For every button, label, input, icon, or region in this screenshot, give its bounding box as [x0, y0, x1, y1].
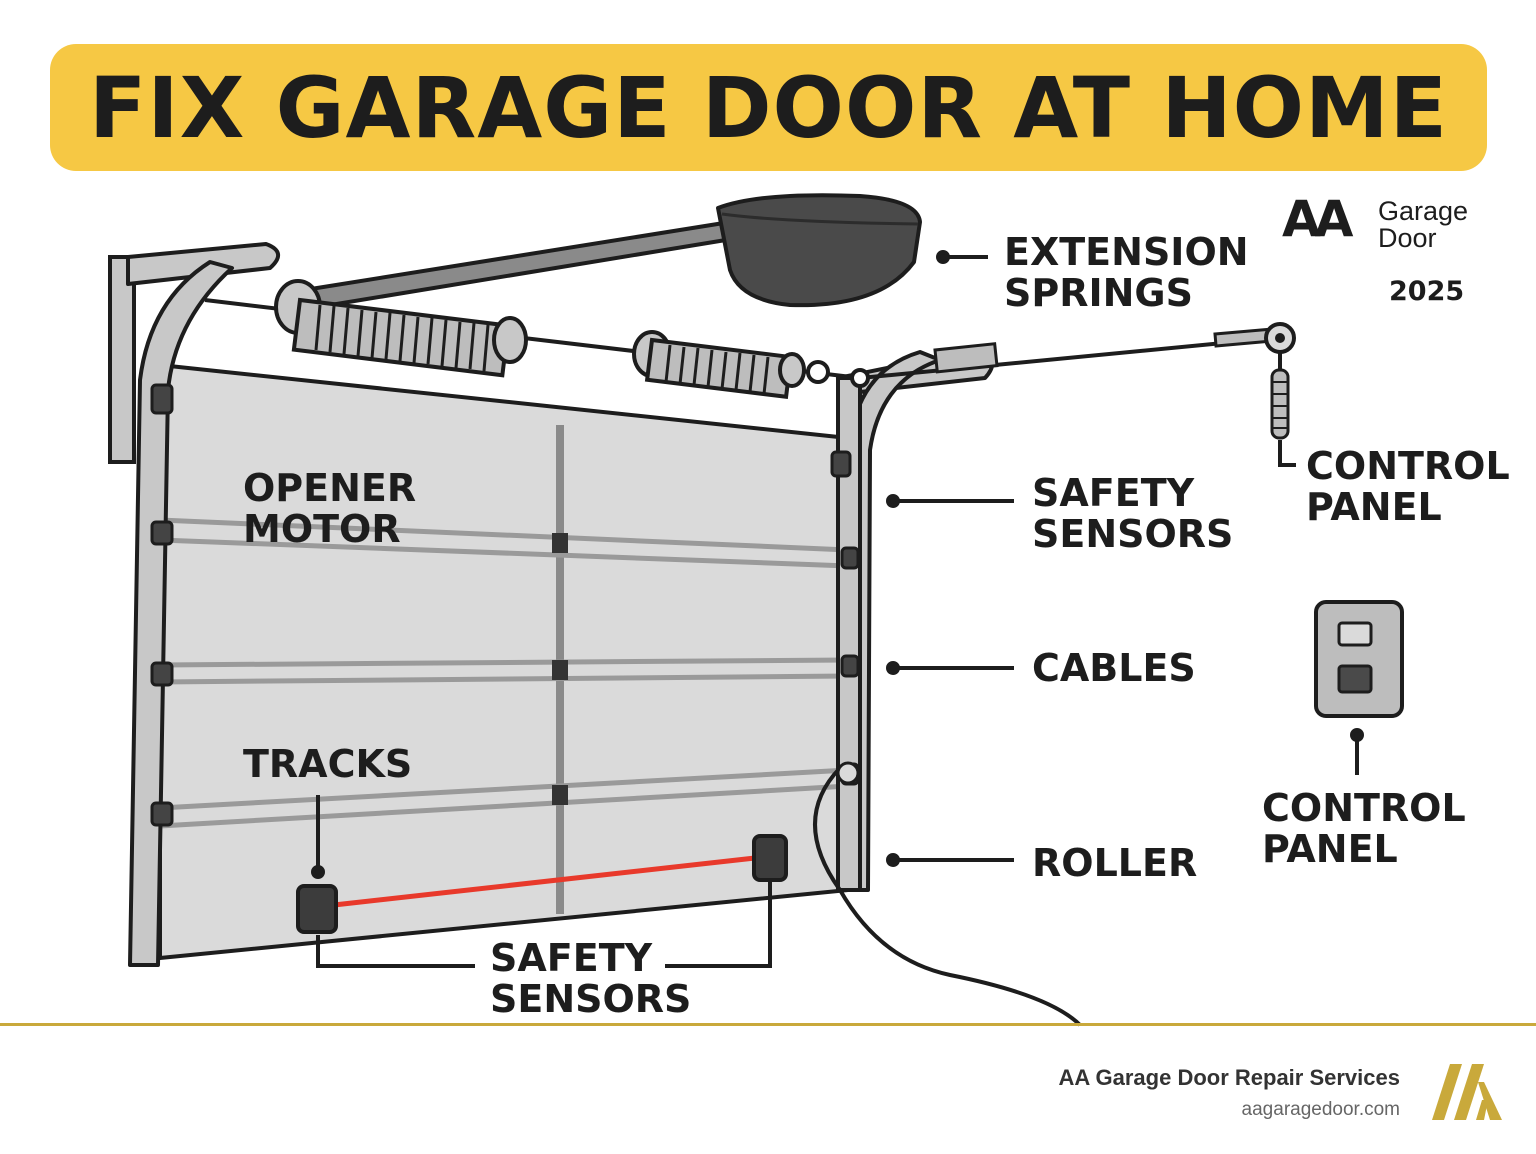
label-extension-springs: EXTENSION SPRINGS — [1004, 230, 1249, 315]
label-control-panel-bottom: CONTROL PANEL — [1262, 786, 1466, 871]
page-title: FIX GARAGE DOOR AT HOME — [88, 58, 1449, 157]
brand-logo: AA Garage Door 2025 — [1282, 194, 1502, 314]
label-cables: CABLES — [1032, 646, 1196, 690]
leader-lines — [311, 250, 1364, 968]
label-opener-motor: OPENER MOTOR — [243, 466, 417, 551]
footer-url[interactable]: aagaragedoor.com — [1241, 1099, 1400, 1120]
door-panel — [158, 363, 850, 960]
brand-name: Garage Door — [1378, 196, 1469, 253]
label-roller: ROLLER — [1032, 841, 1198, 885]
safety-sensor-pair — [296, 834, 788, 934]
opener-rail — [290, 220, 740, 312]
title-banner: FIX GARAGE DOOR AT HOME — [50, 44, 1487, 171]
footer-logo-icon — [1432, 1064, 1502, 1120]
left-track — [108, 242, 280, 967]
label-control-panel-top: CONTROL PANEL — [1306, 444, 1510, 529]
extension-springs — [204, 279, 1296, 440]
right-track — [830, 346, 995, 892]
power-cable — [813, 766, 1082, 1027]
footer-divider — [0, 1023, 1536, 1026]
label-safety-sensors-right: SAFETY SENSORS — [1032, 471, 1234, 556]
label-tracks: TRACKS — [243, 742, 413, 786]
label-safety-sensors-bottom: SAFETY SENSORS — [490, 936, 692, 1021]
footer-company: AA Garage Door Repair Services — [1058, 1065, 1400, 1090]
roller-wheel — [836, 761, 860, 785]
control-panel-device — [1314, 600, 1404, 718]
opener-motor — [716, 193, 922, 308]
brand-year: 2025 — [1389, 276, 1465, 307]
brand-mark: AA — [1282, 190, 1353, 248]
